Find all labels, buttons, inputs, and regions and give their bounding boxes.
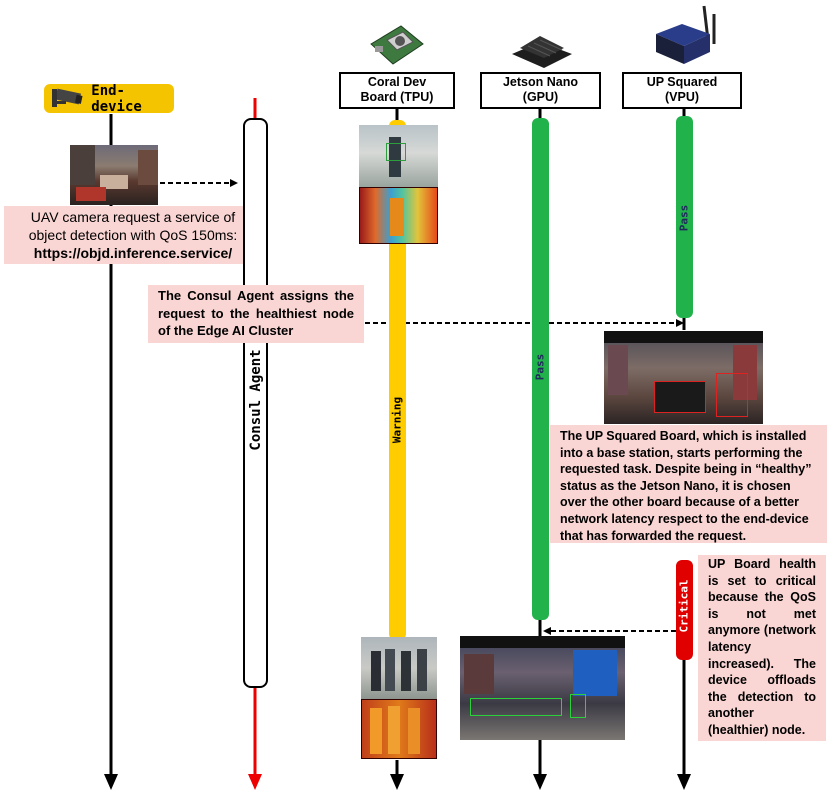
coral-warning-label: Warning — [390, 396, 404, 444]
consul-arrowhead — [248, 774, 262, 790]
coral-camera-photo-top — [359, 125, 438, 187]
up-squared-note: The UP Squared Board, which is installed… — [550, 425, 827, 543]
consul-agent-label: Consul Agent — [248, 349, 264, 451]
jetson-title-line1: Jetson Nano — [502, 75, 578, 89]
up-pass-bar — [676, 116, 693, 318]
uav-request-url: https://objd.inference.service/ — [33, 245, 233, 261]
uav-street-photo — [70, 145, 158, 205]
coral-camera-photo-bottom — [361, 637, 437, 699]
up-critical-bar — [676, 560, 693, 660]
jetson-board-icon — [510, 26, 574, 70]
end-device-arrowhead — [104, 774, 118, 790]
consul-agent-lifeline-box — [243, 118, 268, 688]
up-critical-label: Critical — [677, 579, 691, 633]
coral-depth-photo-bottom — [361, 699, 437, 759]
jetson-pass-label: Pass — [533, 353, 547, 381]
up-health-note: UP Board health is set to critical becau… — [698, 555, 826, 741]
jetson-title-line2: (GPU) — [522, 90, 559, 104]
up-squared-text: The UP Squared Board, which is installed… — [560, 429, 812, 543]
up-title-line1: UP Squared — [646, 75, 718, 89]
up-health-text: UP Board health is set to critical becau… — [708, 557, 816, 737]
jetson-pass-bar — [532, 118, 549, 620]
up-arrowhead — [677, 774, 691, 790]
end-device-label: End-device — [91, 82, 142, 115]
coral-header: Coral Dev Board (TPU) — [339, 72, 455, 109]
coral-board-icon — [367, 20, 425, 70]
jetson-detection-photo — [460, 636, 625, 740]
jetson-header: Jetson Nano (GPU) — [480, 72, 601, 109]
coral-depth-photo-top — [359, 187, 438, 244]
coral-title-line2: Board (TPU) — [360, 90, 434, 104]
jetson-arrowhead — [533, 774, 547, 790]
cctv-camera-icon — [52, 88, 83, 107]
up-pass-label: Pass — [677, 204, 691, 232]
up-title-line2: (VPU) — [664, 90, 700, 104]
coral-arrowhead — [390, 774, 404, 790]
uav-request-note: UAV camera request a service of object d… — [4, 206, 262, 264]
up-detection-photo — [604, 331, 763, 424]
coral-title-line1: Coral Dev — [367, 75, 427, 89]
consul-assign-text: The Consul Agent assigns the request to … — [158, 288, 354, 338]
coral-warning-bar — [389, 120, 406, 640]
end-device-badge: End-device — [44, 82, 174, 115]
uav-request-line1: UAV camera request a service of — [30, 209, 236, 225]
up-header: UP Squared (VPU) — [622, 72, 742, 109]
uav-request-line2: object detection with QoS 150ms: — [28, 227, 238, 243]
consul-assign-note: The Consul Agent assigns the request to … — [148, 285, 364, 343]
up-squared-board-icon — [652, 4, 720, 68]
